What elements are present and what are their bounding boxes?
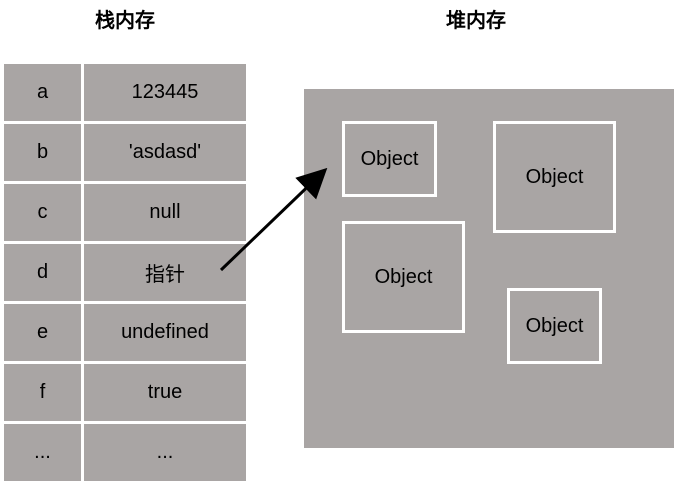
stack-key: a bbox=[4, 64, 81, 121]
stack-key: e bbox=[4, 304, 81, 361]
stack-memory-title: 栈内存 bbox=[95, 8, 155, 32]
stack-key: d bbox=[4, 244, 81, 301]
stack-memory-table: a 123445 b 'asdasd' c null d 指针 e undefi… bbox=[2, 62, 246, 481]
stack-value: 123445 bbox=[84, 64, 246, 121]
heap-object-3: Object bbox=[342, 221, 465, 333]
stack-row-b: b 'asdasd' bbox=[2, 124, 246, 181]
stack-value: null bbox=[84, 184, 246, 241]
stack-value: 'asdasd' bbox=[84, 124, 246, 181]
stack-key: c bbox=[4, 184, 81, 241]
heap-object-2: Object bbox=[493, 121, 616, 233]
stack-row-f: f true bbox=[2, 364, 246, 421]
stack-value: undefined bbox=[84, 304, 246, 361]
stack-key: b bbox=[4, 124, 81, 181]
heap-memory-title: 堆内存 bbox=[446, 8, 506, 32]
stack-key: f bbox=[4, 364, 81, 421]
stack-value: ... bbox=[84, 424, 246, 481]
heap-memory-area: Object Object Object Object bbox=[304, 89, 674, 448]
heap-object-4: Object bbox=[507, 288, 602, 364]
stack-value: true bbox=[84, 364, 246, 421]
stack-row-d: d 指针 bbox=[2, 244, 246, 301]
stack-key: ... bbox=[4, 424, 81, 481]
heap-object-1: Object bbox=[342, 121, 437, 197]
stack-row-c: c null bbox=[2, 184, 246, 241]
stack-row-ellipsis: ... ... bbox=[2, 424, 246, 481]
stack-value-pointer: 指针 bbox=[84, 244, 246, 301]
stack-row-a: a 123445 bbox=[2, 64, 246, 121]
stack-row-e: e undefined bbox=[2, 304, 246, 361]
